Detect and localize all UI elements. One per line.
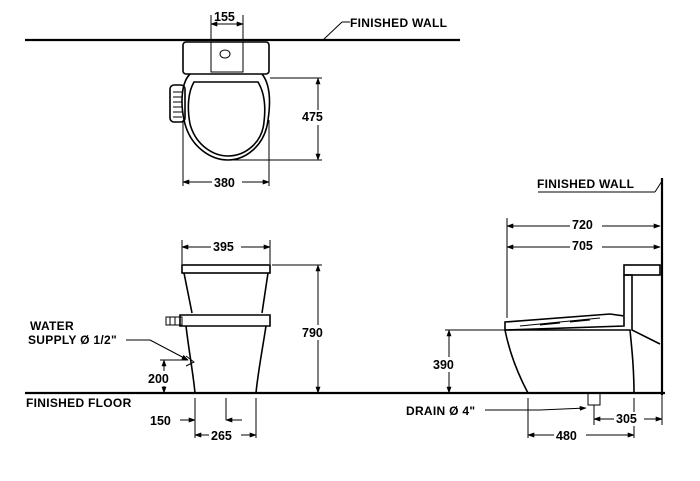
finished-wall-label-top: FINISHED WALL (350, 16, 447, 30)
finished-wall-label-side: FINISHED WALL (537, 177, 634, 191)
seat-side (504, 313, 625, 331)
tank-front (183, 272, 269, 314)
bowl-side (504, 329, 635, 394)
dim-380: 380 (214, 176, 235, 190)
tank-side (623, 264, 661, 276)
tank-lid-front (181, 264, 271, 274)
top-view: FINISHED WALL 155 475 380 (25, 10, 460, 190)
side-view: FINISHED WALL 720 705 390 DRAIN Ø 4" 4 (406, 177, 664, 443)
control-panel-top (169, 84, 186, 123)
dim-475: 475 (302, 110, 323, 124)
dim-265: 265 (211, 429, 232, 443)
dim-395: 395 (213, 240, 234, 254)
dim-200: 200 (148, 372, 169, 386)
front-view: 395 790 WATER SUPPLY Ø 1/2" 200 150 265 (28, 240, 332, 443)
dim-150: 150 (150, 414, 171, 428)
flush-button (219, 49, 231, 59)
dim-790: 790 (302, 326, 323, 340)
drain-label: DRAIN Ø 4" (406, 404, 475, 418)
water-supply-label-1: WATER (30, 319, 74, 333)
seat-top (187, 81, 266, 157)
drain-pipe (587, 393, 601, 406)
dim-480: 480 (556, 429, 577, 443)
seat-front (179, 314, 271, 327)
bowl-top (181, 73, 271, 161)
dim-705: 705 (572, 239, 593, 253)
dim-305: 305 (616, 412, 637, 426)
dim-155: 155 (214, 10, 235, 24)
body-side (623, 274, 661, 345)
dim-390: 390 (433, 358, 454, 372)
pedestal-front (185, 325, 267, 394)
finished-floor-label: FINISHED FLOOR (26, 396, 132, 410)
dim-720: 720 (572, 218, 593, 232)
water-supply-label-2: SUPPLY Ø 1/2" (28, 333, 117, 347)
